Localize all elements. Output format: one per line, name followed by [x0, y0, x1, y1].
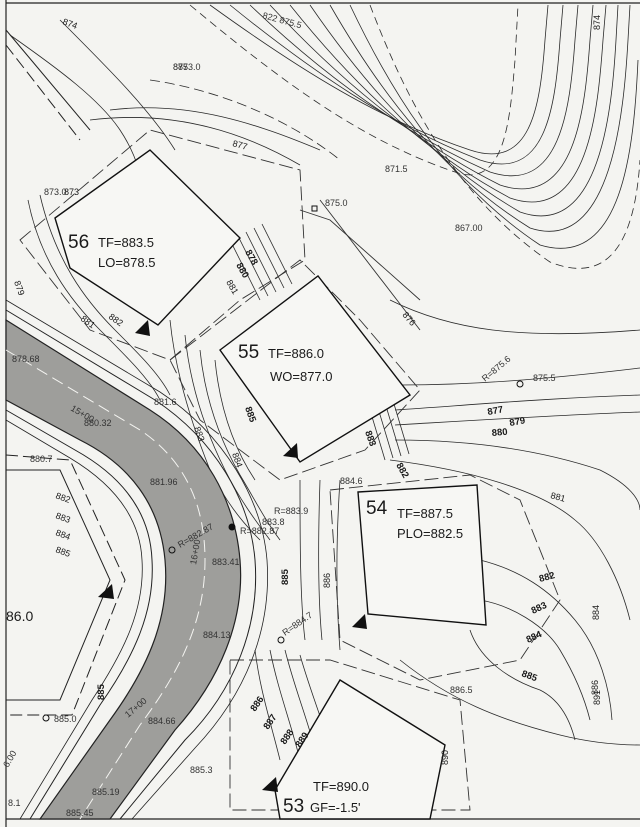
drainage-triangles [98, 320, 367, 792]
contour-label: 885 [96, 683, 107, 700]
spot-label: 885.19 [92, 787, 120, 797]
contour-label: 886 [322, 573, 332, 588]
lot-56-number: 56 [68, 232, 89, 253]
triangle-marker-55 [283, 443, 298, 458]
lot-54-footprint [357, 484, 487, 626]
contour-label: 884 [591, 605, 601, 620]
contour-label: 884 [230, 451, 245, 469]
contour-label: 885 [242, 405, 258, 424]
spot-label: 883.8 [262, 517, 285, 527]
survey-markers [42, 205, 524, 722]
partial-lot-label: 86.0 [6, 608, 33, 624]
contour-label: 883 [362, 429, 378, 448]
spot-label: 884.13 [203, 630, 231, 640]
lot-56-line1: TF=883.5 [98, 235, 154, 250]
roadway [5, 299, 268, 820]
lot-labels: 56 TF=883.5 LO=878.5 55 TF=886.0 WO=877.… [6, 232, 463, 817]
spot-label: R=882.87 [240, 526, 279, 536]
contour-label: 884 [54, 527, 72, 542]
spot-label: 885.3 [190, 765, 213, 775]
triangle-marker-54 [352, 614, 367, 629]
contour-label: 879 [12, 279, 27, 297]
triangle-marker-53 [262, 777, 278, 792]
contour-label: 873 [64, 187, 79, 197]
contour-label: 880 [491, 427, 508, 439]
contour-label: 883 [192, 425, 207, 443]
spot-label: 873.0 [44, 187, 67, 197]
contour-label: 883 [54, 510, 72, 525]
spot-label: 871.5 [385, 164, 408, 174]
contour-label: 886 [590, 680, 600, 695]
contour-label: 882 [538, 570, 556, 585]
spot-label: 16+00 [188, 539, 202, 566]
contour-label: 877 [487, 404, 505, 418]
lot-54-line2: PLO=882.5 [397, 526, 463, 541]
lot-54-line1: TF=887.5 [397, 506, 453, 521]
contour-label: 874 [61, 16, 79, 31]
contour-label: 874 [592, 15, 602, 30]
spot-label: 881.6 [154, 397, 177, 407]
lot-55-line2: WO=877.0 [270, 369, 333, 384]
lot-53-footprint [274, 679, 446, 820]
spot-label: 867.00 [455, 223, 483, 233]
spot-label: 885.0 [54, 714, 77, 724]
spot-label: 880.32 [84, 418, 112, 428]
contour-label: 891 [592, 690, 602, 705]
contour-label: 877 [231, 138, 248, 152]
contour-label: 879 [509, 415, 527, 429]
spot-label: 884.6 [340, 476, 363, 486]
lot-55-number: 55 [238, 342, 259, 363]
triangle-marker-56 [135, 320, 150, 336]
spot-label: 884.66 [148, 716, 176, 726]
lot-56-line2: LO=878.5 [98, 255, 155, 270]
lot-55-footprint [219, 275, 412, 463]
contour-label: 885 [520, 668, 539, 684]
lot-54-number: 54 [366, 498, 388, 519]
lot-boundaries [19, 129, 561, 811]
spot-label: 881.96 [150, 477, 178, 487]
spot-label: 873.0 [178, 62, 201, 72]
spot-label: 878.68 [12, 354, 40, 364]
contour-label: 890 [440, 750, 450, 765]
lot-53-number: 53 [283, 796, 304, 817]
spot-label: 8.1 [8, 798, 21, 808]
spot-label: 875.5 [533, 373, 556, 383]
contours-west [9, 19, 410, 761]
building-footprints [54, 149, 487, 820]
spot-label: 880.7 [30, 454, 53, 464]
triangle-marker-west [98, 584, 114, 599]
contours-east [389, 299, 640, 746]
lot-55-line1: TF=886.0 [268, 346, 324, 361]
contour-label: 885 [280, 568, 291, 585]
contour-label: 881 [549, 490, 566, 504]
contour-label: 885 [54, 544, 72, 559]
spot-label: 883.41 [212, 557, 240, 567]
lot-53-line1: TF=890.0 [313, 779, 369, 794]
west-lots [5, 29, 126, 716]
lot-53-line2: GF=-1.5' [310, 800, 361, 815]
spot-label: R=883.9 [274, 506, 308, 516]
contour-label: 882 [54, 490, 72, 505]
spot-label: 885.45 [66, 808, 94, 818]
contour-band-northeast [189, 4, 640, 269]
spot-label: 886.5 [450, 685, 473, 695]
lot-56-footprint [54, 149, 241, 326]
contour-label: 875 [173, 62, 188, 72]
spot-label: 875.0 [325, 198, 348, 208]
